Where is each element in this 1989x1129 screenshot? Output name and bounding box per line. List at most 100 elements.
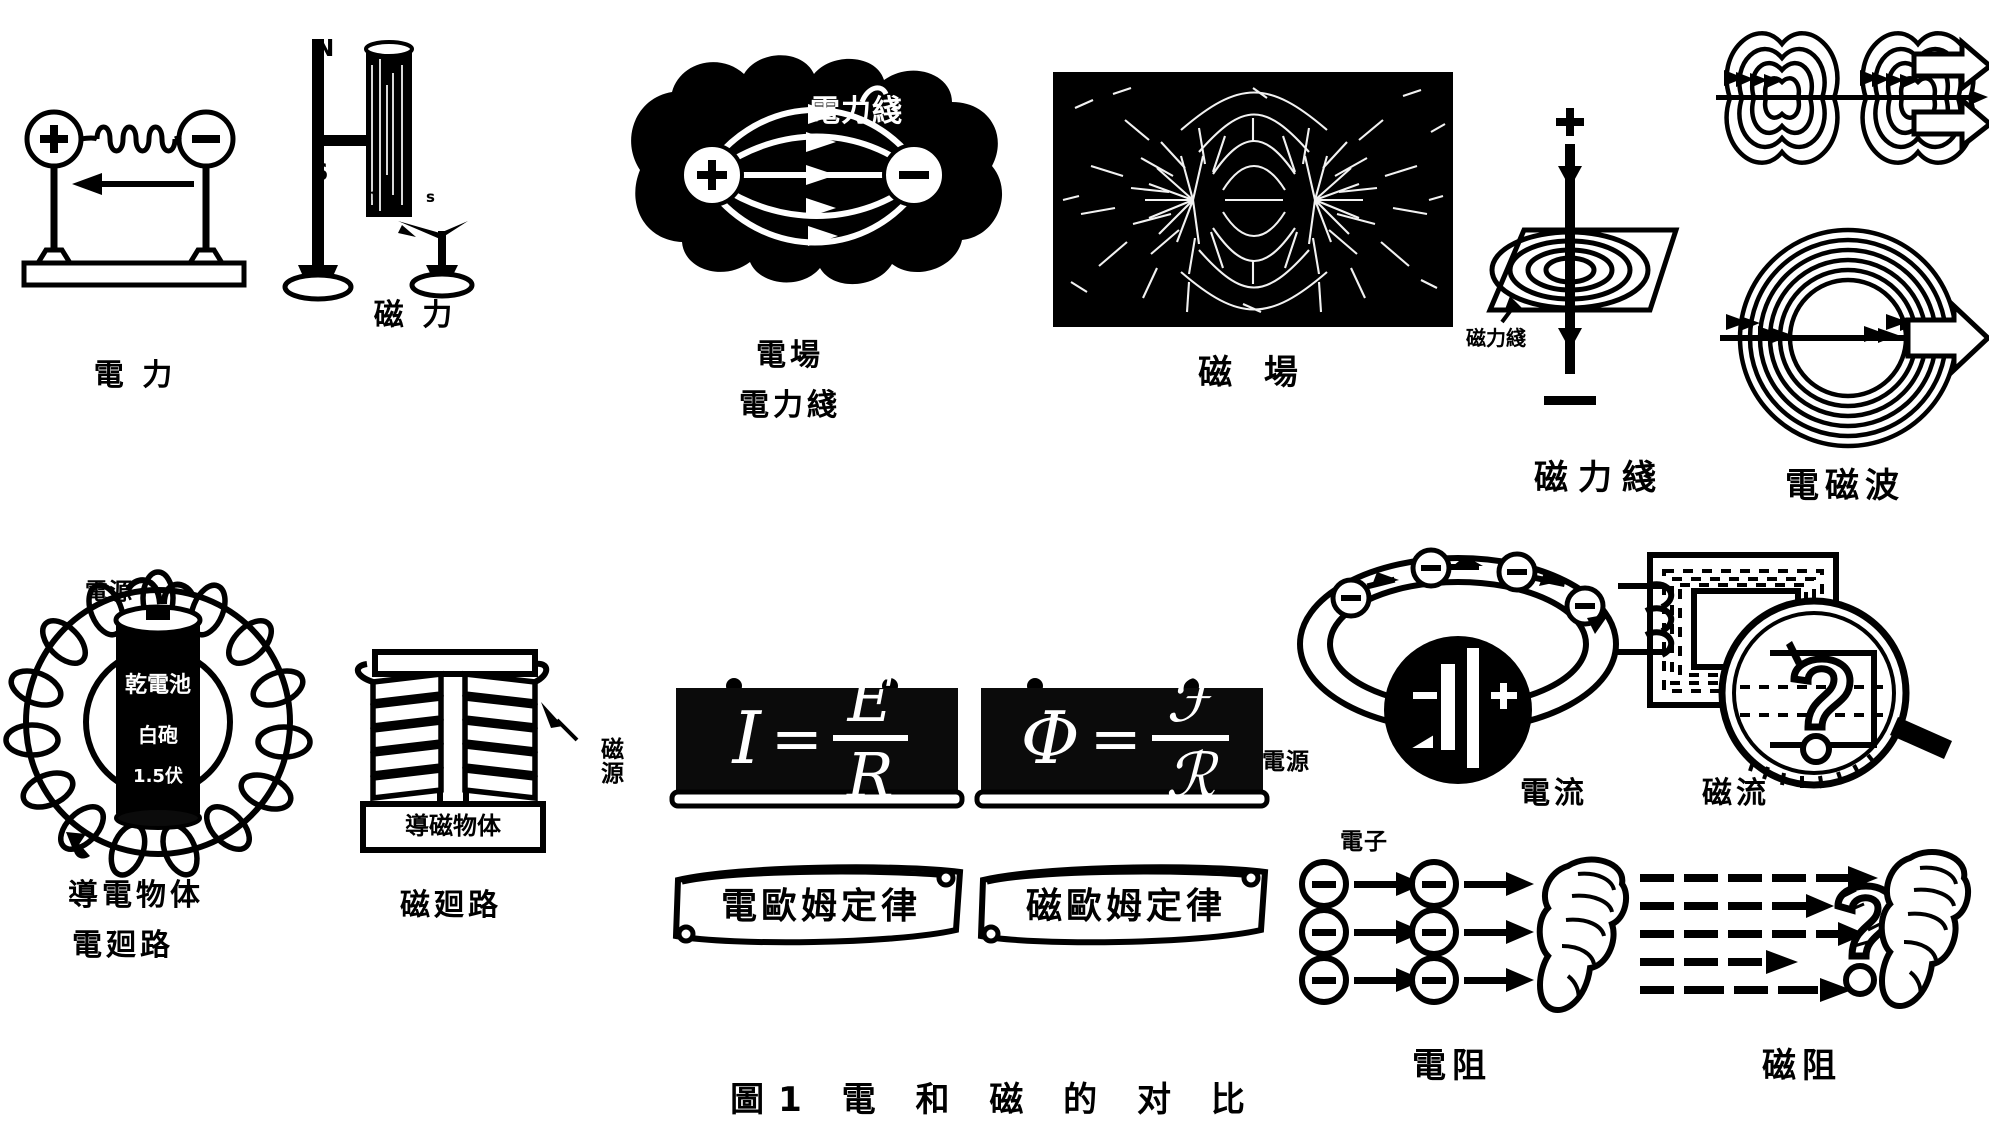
bar-magnet [364, 40, 414, 217]
label-electron: 電子 [1340, 829, 1388, 855]
label-magnetic-current: 磁流 [1702, 776, 1770, 811]
label-electromagnetic-wave: 電磁波 [1785, 466, 1905, 506]
magnifying-glass [1718, 597, 1952, 789]
label-electric-field-lines-inline: 電力綫 [810, 94, 903, 129]
magnetic-resistance-diagram [1640, 848, 1972, 1009]
electrons-on-loop [1330, 547, 1606, 627]
panel-magnetic-ohms-law-scroll [973, 858, 1273, 950]
formula-fraction: ℱ ℛ [1151, 669, 1230, 812]
formula-numerator: E [847, 663, 893, 736]
em-wave-propagation-arrow-bottom [1905, 300, 1989, 376]
stand-post [312, 39, 324, 265]
electric-force-diagram [21, 109, 247, 288]
panel-magnetic-force [282, 25, 560, 325]
current-wire [1565, 144, 1575, 374]
magnetic-force-diagram [282, 39, 475, 302]
panel-electric-current [1295, 547, 1635, 812]
formula-magnetic-ohms-law: Φ = ℱ ℛ [995, 669, 1255, 807]
label-electric-circuit: 電廻路 [72, 928, 174, 963]
formula-fraction: E R [832, 663, 908, 807]
conductor-pointer-arrow [66, 832, 90, 859]
label-south-pole: S [312, 160, 330, 186]
em-wave-propagation-arrow-top [1911, 36, 1989, 94]
panel-electromagnetic-wave [1700, 8, 1989, 478]
label-magnetic-field: 磁 場 [1198, 353, 1308, 393]
plus-sign-icon [40, 125, 68, 153]
panel-magnetic-circuit: 導磁物体 [345, 640, 595, 880]
plus-sign-icon [697, 160, 727, 190]
scroll-body [672, 864, 964, 946]
label-magnetic-ohms-law: 磁歐姆定律 [1025, 886, 1226, 927]
label-electric-source-current: 電源 [1262, 749, 1310, 775]
battery-plate-long [1467, 648, 1479, 768]
panel-magnetic-field [1053, 72, 1453, 327]
scroll-eyelet-right [1241, 868, 1261, 888]
iron-filings-pattern [1062, 87, 1446, 313]
magnifier-lens [1718, 597, 1910, 789]
formula-equals: = [770, 701, 823, 775]
battery-text-line2: 白砲 [138, 723, 178, 747]
electron-row [1299, 955, 1534, 1005]
panel-electric-force [10, 95, 260, 295]
base-board [21, 260, 247, 288]
magnetic-circuit-diagram: 導磁物体 [355, 649, 579, 853]
formula-denominator: ℛ [1165, 739, 1216, 812]
label-electric-ohms-law: 電歐姆定律 [720, 886, 921, 927]
lead-wires [125, 577, 195, 605]
reference-plane [1486, 227, 1680, 313]
label-electric-field: 電場 [756, 338, 824, 373]
force-arrow-icon [72, 173, 194, 195]
magnifier-handle [1890, 717, 1952, 759]
label-magnetic-resistance: 磁阻 [1762, 1046, 1842, 1086]
hand-creases [1903, 865, 1958, 997]
panel-magnetic-ohms-law-board [974, 678, 1270, 810]
wave-direction-arrowheads [1724, 70, 1918, 89]
hand-creases [1561, 871, 1616, 1001]
electric-resistance-diagram [1299, 856, 1630, 1013]
label-small-north: n [366, 186, 377, 204]
electric-field-arrowheads [806, 104, 838, 246]
electric-circuit-diagram: 乾電池 白砲 1.5伏 [3, 569, 313, 878]
scroll-eyelet-left [676, 924, 696, 944]
propagation-axis [1716, 95, 1978, 100]
battery-plus-mark [1491, 683, 1517, 709]
board-surface [676, 688, 958, 792]
label-magnetic-force: 磁 力 [373, 298, 457, 333]
label-leader-line [859, 85, 889, 104]
unknown-mark-icon [1786, 641, 1854, 765]
formula-lhs: I [732, 696, 761, 780]
blackboard-magnetic [974, 678, 1270, 809]
stand-arm [318, 135, 396, 146]
ring-direction-arrowheads [1726, 314, 1920, 343]
minus-sign-icon [192, 135, 220, 143]
label-electric-resistance: 電阻 [1412, 1046, 1492, 1086]
fraction-bar [1151, 735, 1230, 741]
magnetic-field-photo [1053, 72, 1453, 327]
label-small-south: s [426, 188, 435, 206]
scroll-eyelet-right [936, 868, 956, 888]
blocking-hand-icon [1878, 848, 1972, 1009]
core-label: 導磁物体 [405, 812, 502, 840]
minus-sign-icon [1544, 396, 1596, 405]
magnetic-lines-diagram [1486, 108, 1680, 405]
scroll-magnetic [977, 864, 1269, 946]
label-electric-current: 電流 [1520, 776, 1588, 811]
panel-magnetic-current [1614, 545, 1966, 805]
battery-text-line3: 1.5伏 [133, 765, 183, 787]
battery-minus-mark [1413, 692, 1437, 699]
panel-electric-circuit: 乾電池 白砲 1.5伏 [3, 569, 313, 878]
fraction-bar [832, 735, 908, 741]
current-direction-arrows [1558, 166, 1582, 350]
figure-caption: 圖1 電 和 磁 的 对 比 [730, 1080, 1259, 1120]
electron-row [1299, 907, 1534, 957]
coil-left [370, 670, 444, 802]
label-electric-source: 電源 [85, 579, 133, 605]
coil-turns [3, 569, 313, 878]
panel-electric-ohms-law-scroll [668, 858, 968, 950]
scroll-electric [672, 864, 964, 946]
coil-right [462, 670, 538, 802]
compass-needle [398, 221, 475, 299]
em-wave-propagation-arrow-mid [1911, 94, 1989, 152]
panel-electric-field [600, 40, 1020, 300]
